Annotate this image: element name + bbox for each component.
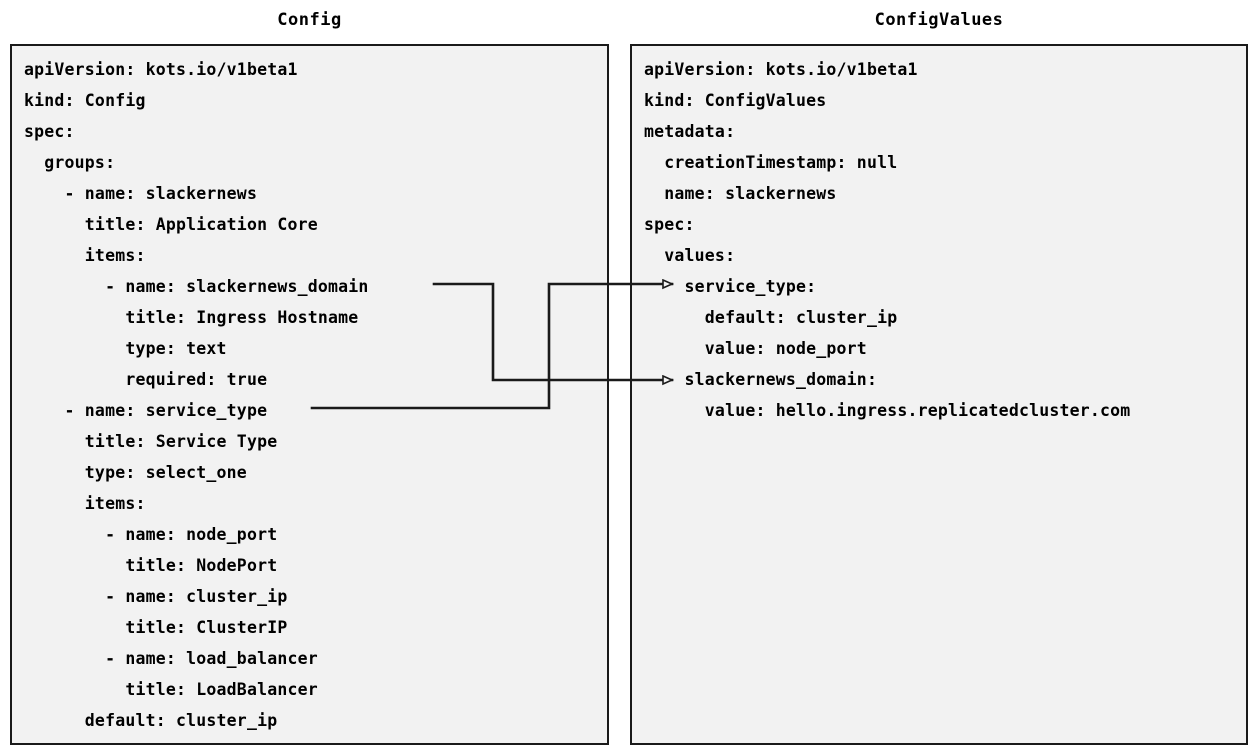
panel-title-config-values: ConfigValues bbox=[874, 10, 1004, 30]
config-values-yaml-code: apiVersion: kots.io/v1beta1 kind: Config… bbox=[644, 60, 1131, 420]
panel-title-config: Config bbox=[277, 10, 342, 30]
config-yaml-code: apiVersion: kots.io/v1beta1 kind: Config… bbox=[24, 60, 369, 730]
config-values-yaml-panel: apiVersion: kots.io/v1beta1 kind: Config… bbox=[630, 44, 1248, 745]
config-yaml-panel: apiVersion: kots.io/v1beta1 kind: Config… bbox=[10, 44, 609, 745]
